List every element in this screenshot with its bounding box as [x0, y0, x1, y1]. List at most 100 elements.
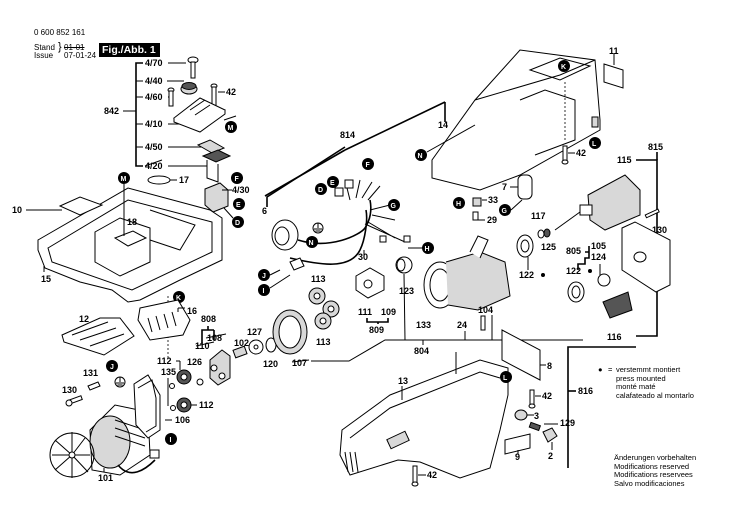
label-113-lower: 113: [316, 337, 331, 347]
label-133: 133: [416, 320, 431, 330]
assembly-805-bracket: [577, 246, 590, 270]
marker-m-switch: M: [225, 121, 237, 133]
motor-101: [89, 404, 151, 476]
note-line: Salvo modificaciones: [614, 478, 685, 488]
planet-gear-113-b: [322, 300, 340, 318]
label-805: 805: [566, 246, 581, 256]
label-130-left: 130: [62, 385, 77, 395]
label-814: 814: [340, 130, 355, 140]
marker-i-motor: I: [165, 433, 177, 445]
plug-2: [542, 427, 558, 443]
label-102: 102: [234, 338, 249, 348]
label-9: 9: [515, 452, 520, 462]
note-line: Modifications reservees: [614, 470, 693, 480]
note-line: Änderungen vorbehalten: [614, 453, 697, 462]
plate-127: [248, 339, 264, 355]
svg-text:M: M: [121, 176, 127, 183]
svg-text:J: J: [110, 364, 114, 371]
svg-text:H: H: [425, 246, 430, 253]
assembly-842-bracket: [123, 62, 143, 167]
screw-4-70: [187, 56, 199, 79]
marker-f-harness: F: [362, 158, 374, 170]
label-108: 108: [207, 333, 222, 343]
gasket-122-left: [516, 234, 534, 258]
label-42-bottom: 42: [427, 470, 437, 480]
label-107: 107: [292, 358, 307, 368]
svg-text:G: G: [391, 203, 397, 210]
fan: [49, 432, 95, 478]
label-131: 131: [83, 368, 98, 378]
label-4-10: 4/10: [145, 119, 163, 129]
svg-text:M: M: [228, 125, 234, 132]
marker-g-motor: G: [499, 204, 511, 216]
planet-carrier: [355, 267, 385, 299]
screw-42-bottom: [411, 465, 419, 487]
label-4-50: 4/50: [145, 142, 163, 152]
svg-text:E: E: [236, 202, 241, 209]
screw-42: [210, 83, 218, 107]
brace-icon: }: [58, 41, 62, 53]
issue-value: 07-01-24: [64, 51, 97, 60]
svg-text:E: E: [330, 180, 335, 187]
gear-112-upper: [176, 369, 192, 385]
label-7: 7: [502, 182, 507, 192]
label-plate-10: [58, 196, 104, 216]
gearbox-housing-133: [423, 235, 511, 311]
label-125: 125: [541, 242, 556, 252]
leader-804: [311, 339, 583, 362]
label-127: 127: [247, 327, 262, 337]
label-18: 18: [127, 217, 137, 227]
label-42-switch: 42: [226, 87, 236, 97]
svg-text:D: D: [318, 187, 323, 194]
filter-16: [137, 299, 191, 341]
label-111: 111: [358, 307, 372, 317]
label-126: 126: [187, 357, 202, 367]
figure-label: Fig./Abb. 1: [99, 43, 160, 57]
legend-line: verstemmt montiert: [616, 365, 681, 374]
note-line: Modifications reserved: [614, 461, 690, 471]
label-135: 135: [161, 367, 176, 377]
ground-icon-motor: [114, 376, 126, 388]
knob-4-40: [180, 82, 198, 95]
legend-line: press mounted: [616, 373, 666, 383]
label-plate-18: [113, 230, 148, 247]
modifications-note: Änderungen vorbehalten Modifications res…: [614, 453, 697, 488]
strike-4-20: [144, 159, 163, 167]
press-mounted-dot: [588, 269, 592, 273]
label-plate-9: [504, 433, 531, 455]
washer-126: [196, 378, 204, 386]
cap-3: [514, 409, 528, 421]
stand-label: Stand: [34, 43, 55, 52]
svg-text:K: K: [561, 64, 566, 71]
label-842: 842: [104, 106, 119, 116]
label-4-20: 4/20: [145, 161, 163, 171]
label-106: 106: [175, 415, 190, 425]
svg-text:N: N: [418, 153, 423, 160]
label-123: 123: [399, 286, 414, 296]
svg-text:F: F: [366, 162, 371, 169]
label-101: 101: [98, 473, 113, 483]
label-116: 116: [607, 332, 622, 342]
svg-text:D: D: [235, 220, 240, 227]
clip-131: [87, 381, 101, 391]
gasket-122-right: [567, 281, 585, 303]
label-11: 11: [609, 46, 619, 56]
gear-112-lower: [176, 397, 192, 413]
label-112-lower: 112: [199, 400, 214, 410]
bullet-icon: ●: [598, 365, 603, 374]
assembly-808-bracket: [201, 326, 215, 343]
label-24: 24: [457, 320, 467, 330]
label-105: 105: [591, 241, 606, 251]
switch-plate-4-10: [172, 97, 226, 133]
label-13: 13: [398, 376, 408, 386]
screw-42-lower-right: [528, 389, 536, 409]
ring-gear-107: [272, 309, 308, 355]
bushing-123: [395, 256, 413, 274]
marker-i-harness: I: [258, 284, 270, 296]
planet-gear-113-c: [314, 312, 332, 330]
label-14: 14: [438, 120, 448, 130]
marker-n-top: N: [415, 149, 427, 161]
lower-housing-13: [339, 352, 509, 479]
equals-sign: =: [608, 365, 613, 374]
